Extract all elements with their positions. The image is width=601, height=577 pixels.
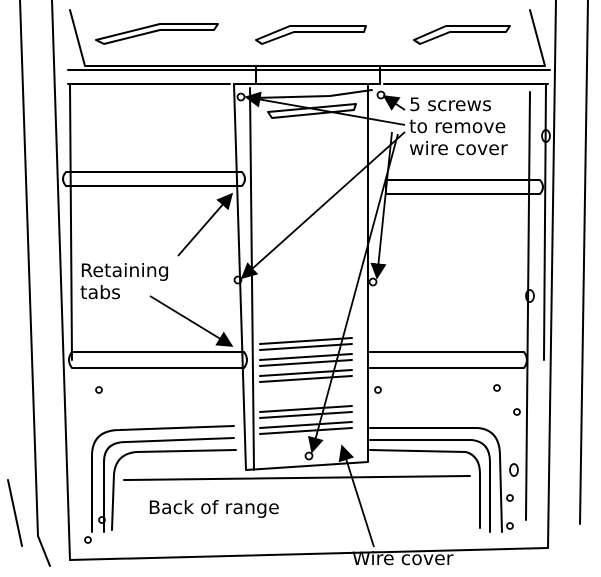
retaining-tabs-label: Retaining tabs [80, 260, 170, 304]
top-vent-panel [69, 9, 546, 67]
back-of-range-label: Back of range [148, 497, 280, 519]
horizontal-rails [62, 171, 544, 369]
screws-callout-label: 5 screws to remove wire cover [409, 94, 508, 160]
leader-arrows [149, 91, 406, 548]
screw-holes [84, 90, 551, 544]
wire-cover [233, 65, 381, 471]
base-bracket [91, 425, 503, 533]
range-body [7, 0, 589, 567]
back-panel [67, 69, 551, 521]
wire-cover-label: Wire cover [352, 548, 454, 570]
